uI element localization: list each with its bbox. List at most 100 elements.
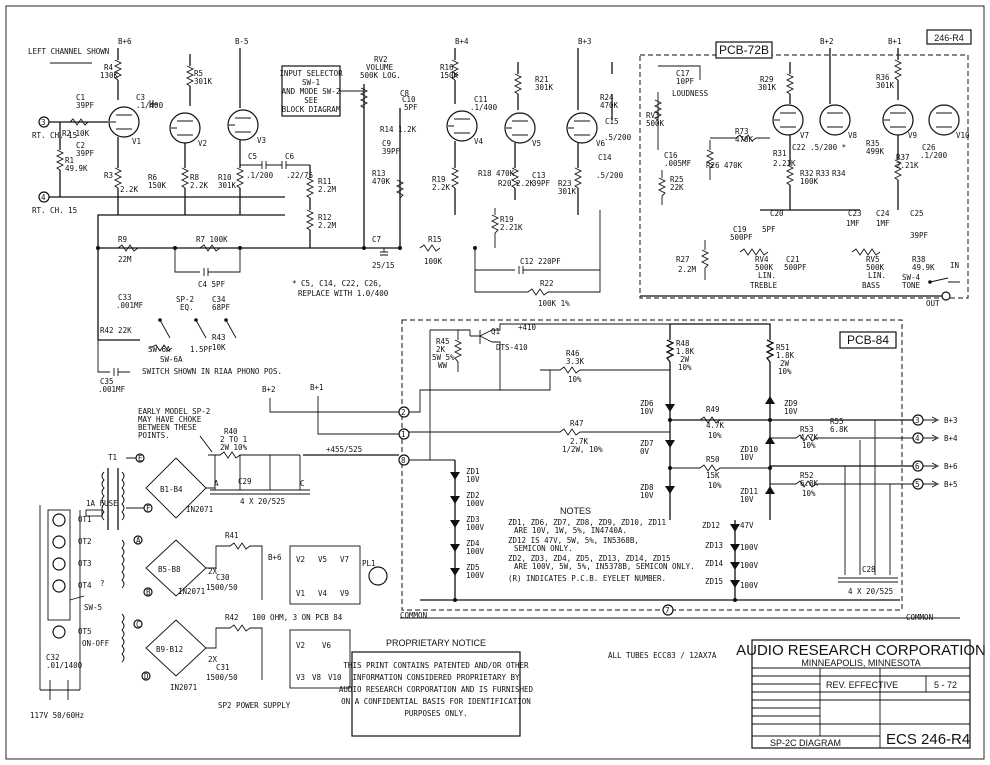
svg-text:R37: R37: [896, 153, 910, 162]
svg-text:ZD8: ZD8: [640, 483, 654, 492]
tube-v5: [504, 112, 536, 144]
svg-text:R9: R9: [118, 235, 127, 244]
svg-text:301K: 301K: [194, 77, 213, 86]
svg-text:R8: R8: [190, 173, 200, 182]
rt-ch-bottom: RT. CH. 15: [32, 206, 77, 215]
drawing-number: ECS 246-R4: [886, 731, 970, 748]
svg-text:PURPOSES ONLY.: PURPOSES ONLY.: [404, 709, 467, 718]
svg-text:WW: WW: [438, 361, 448, 370]
bridge-b3: [145, 619, 207, 677]
svg-text:R3: R3: [104, 171, 113, 180]
company-name: AUDIO RESEARCH CORPORATION: [736, 642, 986, 659]
svg-text:SW-4: SW-4: [902, 273, 921, 282]
svg-text:TREBLE: TREBLE: [750, 281, 778, 290]
svg-text:RV5: RV5: [866, 255, 880, 264]
svg-text:ZD2, ZD3, ZD4, ZD5, ZD13, ZD14: ZD2, ZD3, ZD4, ZD5, ZD13, ZD14, ZD15: [508, 554, 671, 563]
svg-text:4 X 20/525: 4 X 20/525: [240, 497, 285, 506]
svg-text:R21: R21: [535, 75, 549, 84]
svg-text:V7: V7: [340, 555, 349, 564]
svg-text:301K: 301K: [535, 83, 554, 92]
svg-text:4.7K: 4.7K: [706, 421, 725, 430]
outlet-ot2: [52, 535, 66, 549]
svg-text:THIS PRINT CONTAINS PATENTED A: THIS PRINT CONTAINS PATENTED AND/OR OTHE…: [343, 661, 529, 670]
svg-text:+410: +410: [518, 323, 537, 332]
svg-text:SEMICON ONLY.: SEMICON ONLY.: [514, 544, 573, 553]
svg-text:7: 7: [665, 606, 670, 615]
svg-text:R49: R49: [706, 405, 720, 414]
svg-text:C22 .5/200 *: C22 .5/200 *: [792, 143, 846, 152]
svg-text:4: 4: [915, 434, 920, 443]
svg-text:2: 2: [401, 408, 406, 417]
tubes-note: ALL TUBES ECC83 / 12AX7A: [608, 651, 717, 660]
svg-text:2.21K: 2.21K: [500, 223, 523, 232]
svg-text:10%: 10%: [778, 367, 792, 376]
diagram-title: SP-2C DIAGRAM: [770, 738, 841, 748]
svg-text:39PF: 39PF: [910, 231, 929, 240]
svg-text:2.7K: 2.7K: [570, 437, 589, 446]
svg-text:C14: C14: [598, 153, 612, 162]
svg-text:2.2K: 2.2K: [190, 181, 209, 190]
svg-text:R19: R19: [500, 215, 514, 224]
svg-text:10K: 10K: [212, 343, 226, 352]
svg-text:.001MF: .001MF: [116, 301, 144, 310]
svg-text:10%: 10%: [708, 481, 722, 490]
svg-text:.01/1400: .01/1400: [46, 661, 83, 670]
svg-text:R40: R40: [224, 427, 238, 436]
sheet-border: [5, 5, 985, 760]
svg-text:C32: C32: [46, 653, 60, 662]
notes-title: NOTES: [560, 506, 591, 516]
svg-text:100K 1%: 100K 1%: [538, 299, 570, 308]
input-selector-box: [281, 65, 341, 117]
svg-text:10V: 10V: [466, 475, 480, 484]
svg-text:100V: 100V: [466, 547, 485, 556]
bridge-b1: [145, 457, 207, 519]
svg-text:SW-6A: SW-6A: [148, 345, 171, 354]
rail-b1: B+1: [888, 37, 902, 46]
svg-text:15K: 15K: [706, 471, 720, 480]
svg-text:C4 5PF: C4 5PF: [198, 280, 226, 289]
svg-text:ZD9: ZD9: [784, 399, 798, 408]
svg-text:ARE 10V, 1W, 5%, IN4740A.: ARE 10V, 1W, 5%, IN4740A.: [514, 526, 627, 535]
svg-text:R36: R36: [876, 73, 890, 82]
tube-v8: [819, 104, 851, 136]
svg-text:49.9K: 49.9K: [912, 263, 935, 272]
pcb-72b-label: PCB-72B: [719, 43, 769, 57]
common-left: COMMON: [400, 611, 427, 620]
svg-text:130K: 130K: [100, 71, 119, 80]
svg-text:A: A: [136, 536, 141, 545]
svg-text:22K: 22K: [670, 183, 684, 192]
svg-text:47V: 47V: [740, 521, 754, 530]
svg-text:39PF: 39PF: [76, 101, 95, 110]
svg-text:10PF: 10PF: [676, 77, 695, 86]
svg-text:C21: C21: [786, 255, 800, 264]
svg-text:.1/400: .1/400: [470, 103, 498, 112]
svg-text:10%: 10%: [568, 375, 582, 384]
svg-text:V2: V2: [198, 139, 207, 148]
power-supply-label: SP2 POWER SUPPLY: [218, 701, 291, 710]
svg-text:R16: R16: [440, 63, 454, 72]
svg-text:V6: V6: [322, 641, 332, 650]
svg-text:25/15: 25/15: [372, 261, 395, 270]
svg-text:BASS: BASS: [862, 281, 881, 290]
svg-text:2 TO 1: 2 TO 1: [220, 435, 247, 444]
pcb-72b-box: [715, 41, 773, 59]
svg-text:2W: 2W: [680, 355, 690, 364]
svg-text:.5/200: .5/200: [596, 171, 624, 180]
svg-text:100V: 100V: [466, 499, 485, 508]
svg-text:INFORMATION CONSIDERED PROPRIE: INFORMATION CONSIDERED PROPRIETARY BY: [352, 673, 520, 682]
svg-text:R42 22K: R42 22K: [100, 326, 132, 335]
svg-text:5PF: 5PF: [762, 225, 776, 234]
svg-text:R20 2.2K: R20 2.2K: [498, 179, 535, 188]
tube-v10: [928, 104, 960, 136]
svg-text:10%: 10%: [708, 431, 722, 440]
sheet-number: 246-R4: [934, 33, 964, 43]
svg-text:500PF: 500PF: [784, 263, 807, 272]
svg-text:C11: C11: [474, 95, 488, 104]
tube-v7: [772, 104, 804, 136]
svg-text:R10: R10: [218, 173, 232, 182]
svg-text:SW-5: SW-5: [84, 603, 102, 612]
svg-text:V3: V3: [257, 136, 266, 145]
svg-text:C28: C28: [862, 565, 876, 574]
revision-label: REV. EFFECTIVE: [826, 680, 898, 690]
